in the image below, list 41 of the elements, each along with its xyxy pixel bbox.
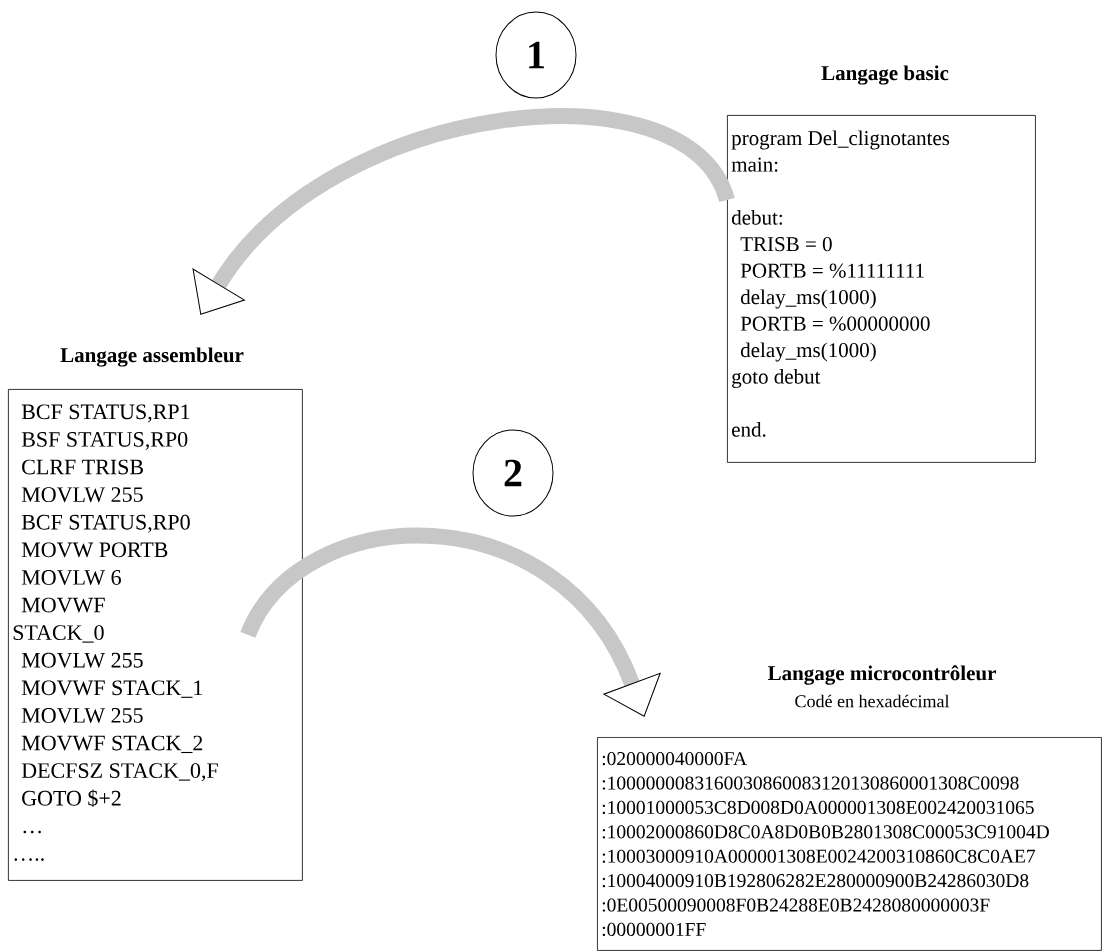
code-line: :10001000053C8D008D0A000001308E002420031065 — [602, 800, 1034, 815]
code-line: goto debut — [732, 368, 821, 389]
code-line: ….. — [14, 858, 44, 861]
code-line: MOVLW 6 — [21, 570, 121, 585]
code-line: MOVWF STACK_1 — [21, 680, 203, 698]
heading: Langage assembleur — [60, 347, 244, 367]
heading: Langage microcontrôleur — [767, 665, 996, 685]
code-line: MOVW PORTB — [21, 542, 168, 558]
code-line: delay_ms(1000) — [740, 342, 876, 362]
code-line: :1000000083160030860083120130860001308C0098 — [602, 776, 1019, 790]
curved-arrow — [192, 108, 735, 315]
code-line: :00000001FF — [602, 922, 706, 937]
code-line: MOVWF STACK_2 — [21, 735, 203, 754]
code-line: MOVLW 255 — [21, 708, 143, 723]
code-line: GOTO $+2 — [22, 789, 121, 808]
code-line: :10002000860D8C0A8D0B0B2801308C00053C91004D — [602, 825, 1049, 839]
code-line: MOVWF — [21, 597, 105, 613]
subheading: Codé en hexadécimal — [795, 694, 950, 708]
code-line: :0E00500090008F0B24288E0B2428080000003F — [602, 898, 990, 912]
code-line: CLRF TRISB — [22, 459, 143, 475]
code-line: PORTB = %00000000 — [740, 316, 930, 331]
code-line: STACK_0 — [13, 625, 104, 643]
code-line: delay_ms(1000) — [740, 289, 876, 309]
code-line: :10004000910B192806282E280000900B24286030D8 — [602, 874, 1029, 888]
code-line: BCF STATUS,RP0 — [21, 514, 190, 533]
code-line: debut: — [731, 209, 782, 225]
code-line: BSF STATUS,RP0 — [21, 431, 188, 450]
code-line: … — [23, 830, 41, 834]
code-line: :10003000910A000001308E0024200310860C8C0AE7 — [602, 849, 1036, 863]
code-line: MOVLW 255 — [21, 487, 143, 503]
curved-arrow — [240, 528, 661, 717]
code-line: :020000040000FA — [602, 752, 747, 766]
code-line: program Del_clignotantes — [731, 130, 950, 150]
code-line: end. — [732, 421, 766, 437]
heading: Langage basic — [821, 65, 949, 85]
code-line: TRISB = 0 — [740, 237, 832, 252]
code-line: DECFSZ STACK_0,F — [21, 763, 218, 782]
code-line: main: — [731, 157, 778, 172]
code-line: MOVLW 255 — [21, 652, 143, 668]
code-line: BCF STATUS,RP1 — [21, 404, 190, 423]
code-line: PORTB = %11111111 — [740, 263, 924, 278]
